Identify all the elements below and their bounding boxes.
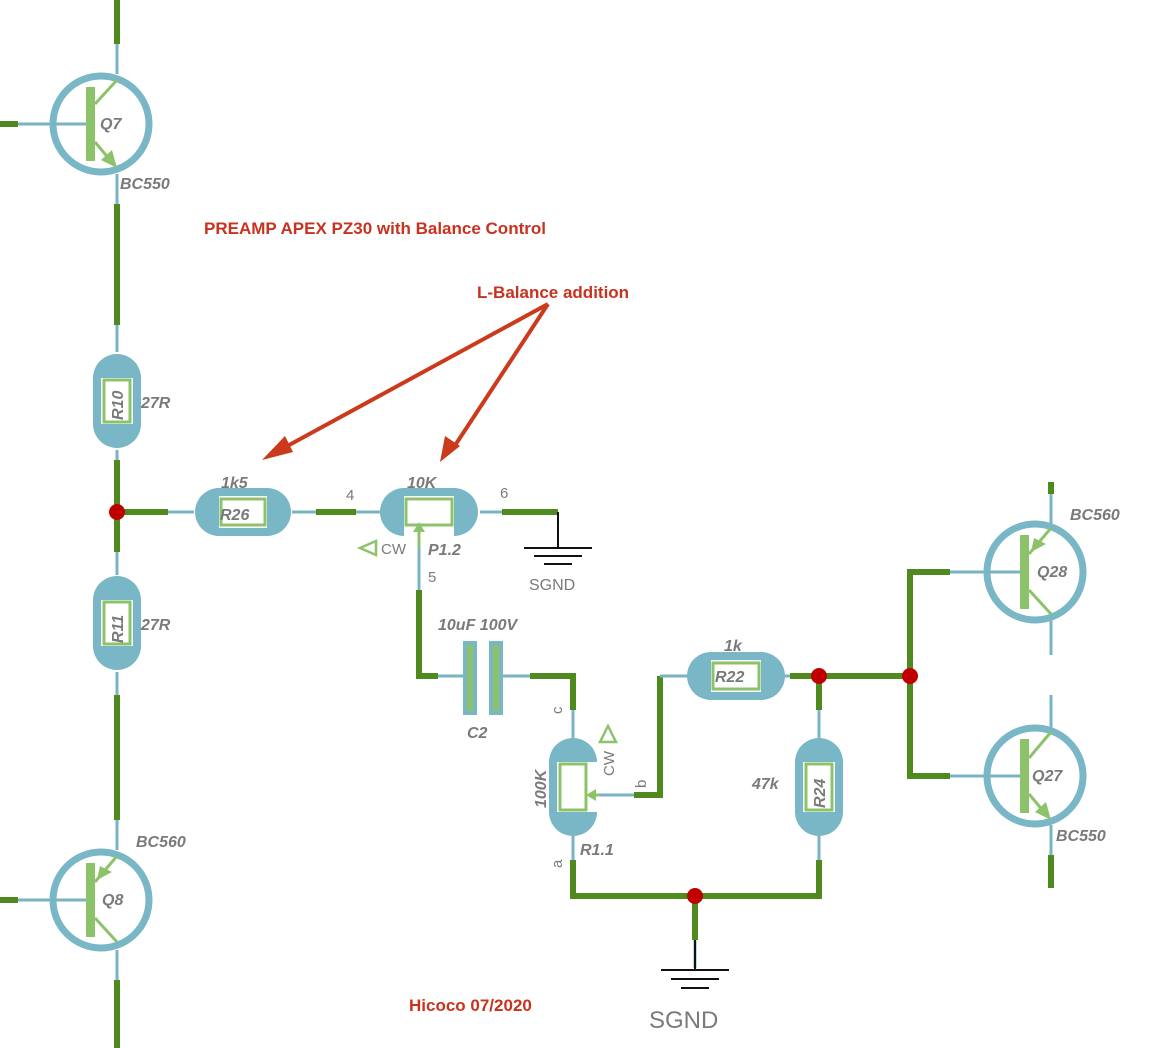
capacitor-c2[interactable]: 10uF 100V C2 [438,617,518,742]
junction-dot [902,668,918,684]
ground-1: SGND [524,512,592,594]
c2-ref: C2 [467,725,488,742]
c2-value: 10uF 100V [438,617,518,634]
r24-value: 47k [751,776,780,793]
p12-cw-triangle-icon [356,539,378,557]
r11pot-value: 100K [533,768,550,808]
r11pot-pin-c: c [549,706,566,714]
annotation-label: L-Balance addition [477,283,629,302]
q28-ref: Q28 [1037,564,1067,581]
resistor-r10[interactable]: R10 27R [93,354,171,448]
q8-ref: Q8 [102,892,123,909]
p12-value: 10K [407,475,438,492]
p12-pin-4: 4 [346,487,354,504]
r11-value: 27R [140,617,171,634]
resistor-r11[interactable]: R11 27R [93,576,171,670]
r11-ref: R11 [110,615,127,643]
r11pot-cw-triangle-icon [597,723,619,744]
junction-dot [687,888,703,904]
p12-ref: P1.2 [428,542,461,559]
q8-type: BC560 [136,834,186,851]
transistor-q28[interactable]: Q28 BC560 [983,507,1120,624]
page-title: PREAMP APEX PZ30 with Balance Control [204,219,546,238]
transistor-q27[interactable]: Q27 BC550 [983,724,1106,845]
q7-type: BC550 [120,176,170,193]
potentiometer-p12[interactable]: 10K P1.2 4 5 6 CW [346,475,508,586]
annotation-arrows [262,302,550,462]
junctions [109,504,918,904]
ground-1-label: SGND [529,577,575,594]
ground-2-label: SGND [649,1007,718,1034]
r11pot-pin-b: b [633,780,650,788]
transistor-q8[interactable]: Q8 BC560 [49,834,186,952]
r11pot-pin-a: a [549,859,566,868]
p12-pin-5: 5 [428,569,436,586]
wires [0,0,1054,1048]
r26-value: 1k5 [221,475,249,492]
transistor-q7[interactable]: Q7 BC550 [49,72,170,193]
leads [18,44,1053,980]
author-note: Hicoco 07/2020 [409,996,532,1015]
junction-dot [811,668,827,684]
r24-ref: R24 [812,779,829,808]
r10-ref: R10 [110,391,127,420]
q28-type: BC560 [1070,507,1120,524]
p12-cw-label: CW [381,541,407,558]
potentiometer-r11[interactable]: 100K R1.1 a b c CW [533,706,650,868]
r26-ref: R26 [220,507,249,524]
resistor-r22[interactable]: R22 1k [687,638,785,700]
q27-type: BC550 [1056,828,1106,845]
r22-value: 1k [724,638,743,655]
resistor-r24[interactable]: R24 47k [751,738,843,836]
resistor-r26[interactable]: R26 1k5 [195,475,291,536]
q27-ref: Q27 [1032,768,1063,785]
r22-ref: R22 [715,669,744,686]
ground-2: SGND [649,940,729,1034]
r11pot-ref: R1.1 [580,842,614,859]
q7-ref: Q7 [100,116,122,133]
r11pot-cw-label: CW [601,750,618,776]
p12-pin-6: 6 [500,485,508,502]
junction-dot [109,504,125,520]
r10-value: 27R [140,395,171,412]
